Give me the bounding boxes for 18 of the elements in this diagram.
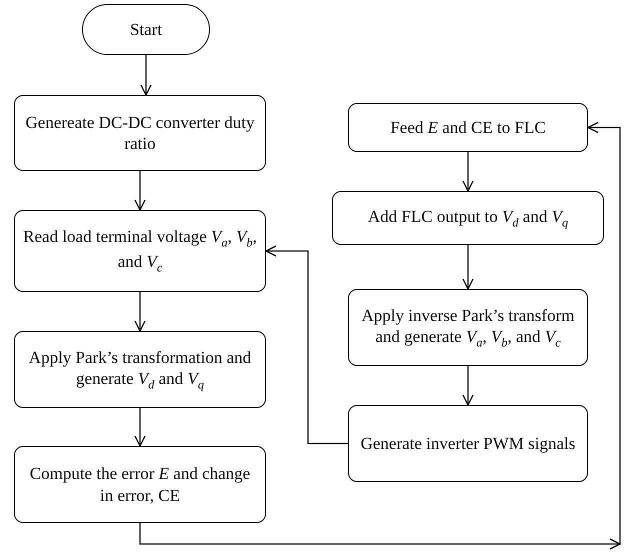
step-text: Start — [130, 18, 162, 40]
process-box — [348, 103, 588, 152]
step-text: Read load terminal voltage V$_{a}$, V$_{b}$, and V$_{c}$ — [23, 226, 257, 276]
step-text: Apply Park’s transformation and generate V$_{d}$ and V$_{q}$ — [28, 346, 252, 392]
process-box — [14, 95, 266, 171]
process-box — [348, 405, 588, 482]
step-text: Generate inverter PWM signals — [360, 432, 576, 454]
process-box — [332, 191, 604, 245]
process-box — [14, 331, 266, 408]
step-text: Compute the error E and change in error, CE — [28, 463, 252, 506]
process-box — [14, 210, 266, 292]
step-text: Add FLC output to V$_{d}$ and V$_{q}$ — [368, 206, 568, 230]
step-text: Genereate DC-DC converter duty ratio — [24, 112, 256, 154]
process-box — [14, 446, 266, 523]
process-box — [348, 289, 588, 366]
step-text: Apply inverse Park’s transform and generate V$_{a}$, V$_{b}$, and V$_{c}$ — [360, 304, 576, 350]
step-text: Feed E and CE to FLC — [390, 116, 546, 138]
terminal-shape — [82, 4, 210, 55]
